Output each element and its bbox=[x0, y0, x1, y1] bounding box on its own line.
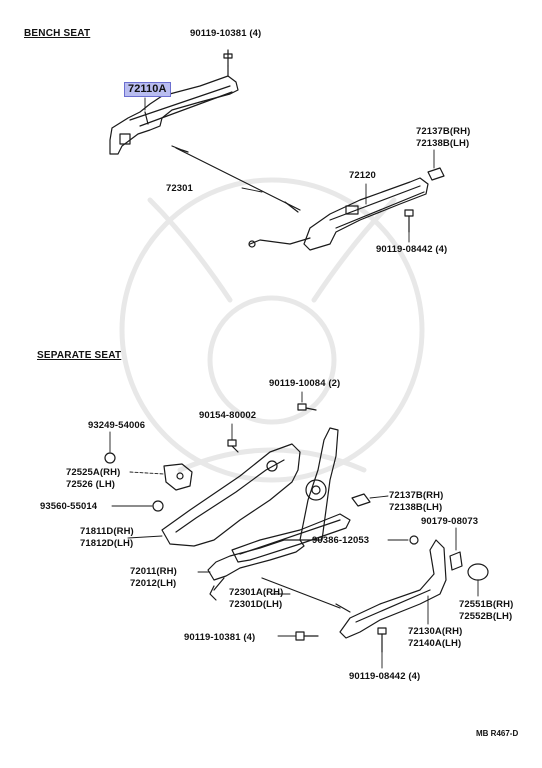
label-72551B: 72551B(RH) bbox=[459, 599, 514, 610]
seat-track-72120 bbox=[248, 177, 429, 251]
label-72526: 72526 (LH) bbox=[66, 479, 116, 490]
label-72120: 72120 bbox=[349, 170, 376, 181]
cap-72137B-separate bbox=[351, 493, 389, 507]
label-72525A: 72525A(RH) bbox=[66, 467, 121, 478]
rivet-90154-80002 bbox=[227, 423, 239, 453]
label-72110A-highlighted: 72110A bbox=[124, 82, 171, 97]
bolt-90119-08442-top bbox=[404, 209, 414, 243]
watermark-emblem bbox=[119, 177, 425, 483]
label-72011: 72011(RH) bbox=[130, 566, 177, 577]
washer-93249-54006 bbox=[104, 431, 116, 464]
nut-90386-12053 bbox=[387, 535, 419, 545]
bushing-72525A bbox=[129, 463, 193, 491]
label-72552B: 72552B(LH) bbox=[459, 611, 513, 622]
label-90119-10381-bottom: 90119-10381 (4) bbox=[184, 632, 256, 643]
bolt-90119-10084 bbox=[297, 391, 317, 411]
bushing-90179-08073 bbox=[449, 527, 463, 571]
label-93560-55014: 93560-55014 bbox=[40, 501, 98, 512]
cap-72137B-top bbox=[427, 149, 445, 181]
clip-93560-55014 bbox=[111, 500, 164, 512]
label-90179-08073: 90179-08073 bbox=[421, 516, 479, 527]
label-90119-08442-top: 90119-08442 (4) bbox=[376, 244, 448, 255]
label-90386-12053: 90386-12053 bbox=[312, 535, 370, 546]
bolt-90119-10381-bottom bbox=[277, 631, 319, 641]
seat-track-72011 bbox=[197, 539, 305, 601]
label-71811D: 71811D(RH) bbox=[80, 526, 134, 537]
cap-72551B bbox=[467, 563, 489, 597]
reference-code: MB R467-D bbox=[476, 729, 519, 738]
label-72140A: 72140A(LH) bbox=[408, 638, 462, 649]
label-72138B-top: 72138B(LH) bbox=[416, 138, 470, 149]
label-71812D: 71812D(LH) bbox=[80, 538, 134, 549]
section-heading-bench-seat: BENCH SEAT bbox=[24, 28, 91, 39]
bolt-90119-10381-top bbox=[223, 49, 233, 77]
bolt-90119-08442-bottom bbox=[377, 627, 387, 669]
label-72130A: 72130A(RH) bbox=[408, 626, 463, 637]
label-72137B-top: 72137B(RH) bbox=[416, 126, 471, 137]
cable-72301A bbox=[261, 577, 351, 613]
label-90119-10084: 90119-10084 (2) bbox=[269, 378, 341, 389]
label-72137B-separate: 72137B(RH) bbox=[389, 490, 444, 501]
label-72138B-separate: 72138B(LH) bbox=[389, 502, 443, 513]
cover-71811D bbox=[127, 443, 301, 547]
label-90119-10381-top: 90119-10381 (4) bbox=[190, 28, 262, 39]
label-90154-80002: 90154-80002 bbox=[199, 410, 257, 421]
cable-72301 bbox=[171, 145, 301, 213]
section-heading-separate-seat: SEPARATE SEAT bbox=[37, 350, 122, 361]
label-72012: 72012(LH) bbox=[130, 578, 177, 589]
label-72301A: 72301A(RH) bbox=[229, 587, 284, 598]
label-90119-08442-bottom: 90119-08442 (4) bbox=[349, 671, 421, 682]
label-72301D: 72301D(LH) bbox=[229, 599, 283, 610]
label-93249-54006: 93249-54006 bbox=[88, 420, 146, 431]
label-72301: 72301 bbox=[166, 183, 193, 194]
seat-track-72130A bbox=[339, 539, 447, 639]
